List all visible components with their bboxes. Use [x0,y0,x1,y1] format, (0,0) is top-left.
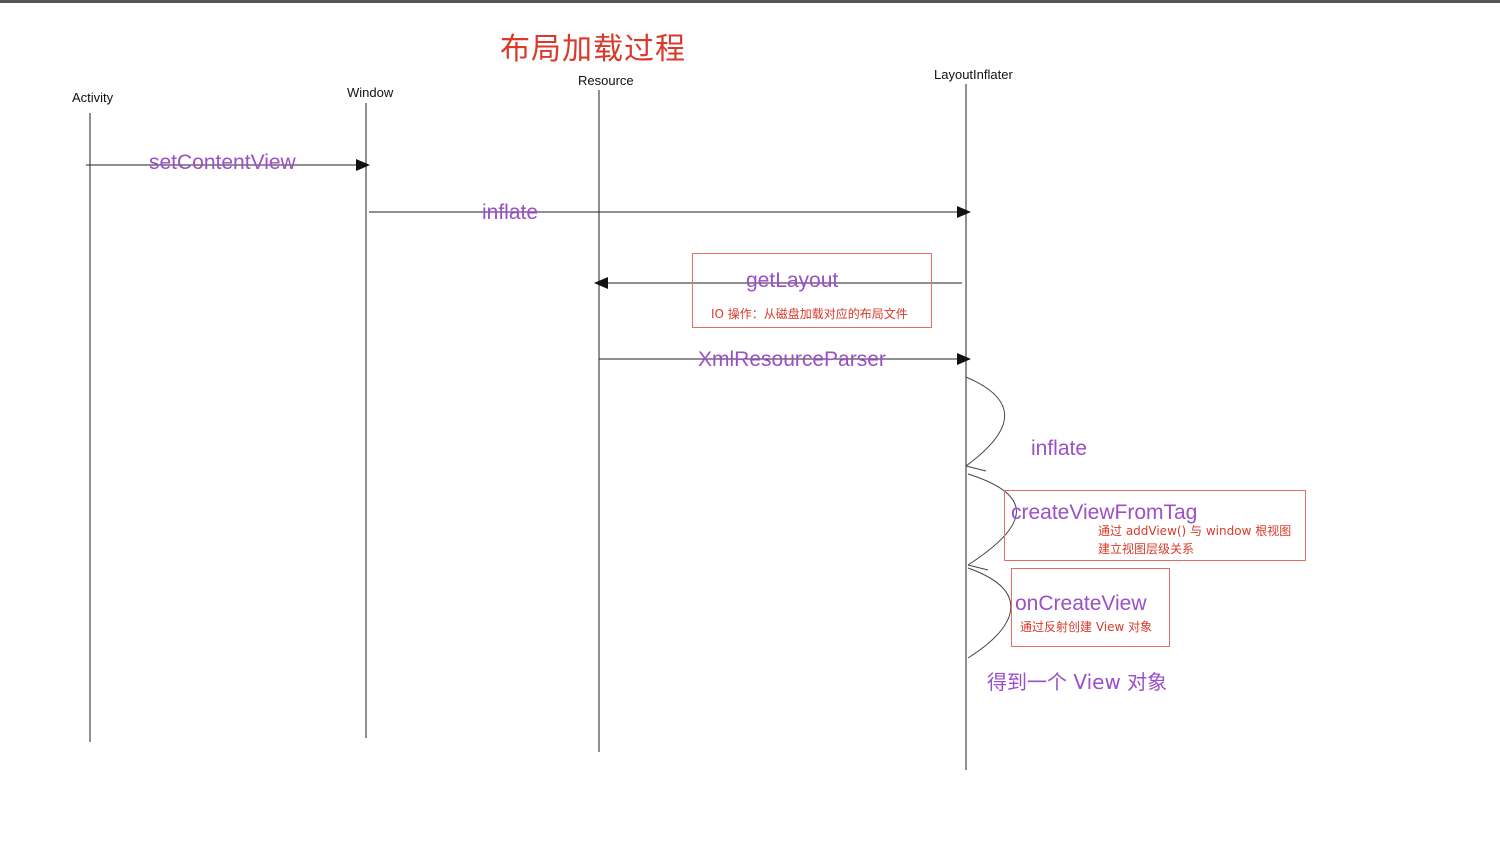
self-loop-create-view-tick [967,564,989,571]
self-loop-on-create-view [967,567,1012,659]
note-box-get-layout [692,253,932,328]
label-on-create-view: onCreateView [1015,592,1147,615]
diagram-title: 布局加载过程 [500,32,686,67]
top-border [0,0,1500,3]
lane-label-layout-inflater: LayoutInflater [934,67,1013,82]
label-get-layout: getLayout [746,269,839,292]
self-loop-create-view [967,473,1017,566]
label-xml-resource-parser: XmlResourceParser [698,348,886,371]
note-box-on-create-view [1011,568,1170,647]
result-label: 得到一个 View 对象 [987,670,1168,694]
label-create-view-from-tag: createViewFromTag [1011,501,1198,524]
note-create-view-line2: 建立视图层级关系 [1098,542,1195,556]
label-set-content-view: setContentView [149,151,296,174]
note-get-layout: IO 操作：从磁盘加载对应的布局文件 [711,307,908,321]
label-inflate-self: inflate [1031,437,1088,460]
note-box-create-view-from-tag [1004,490,1306,561]
note-create-view-line1: 通过 addView() 与 window 根视图 [1098,524,1292,538]
note-on-create-view: 通过反射创建 View 对象 [1020,620,1153,634]
label-inflate: inflate [482,201,539,224]
self-loop-inflate [965,376,1006,467]
self-loop-inflate-tick [965,465,987,472]
lane-label-resource: Resource [578,73,634,88]
lane-label-activity: Activity [72,90,114,105]
lane-label-window: Window [347,85,394,100]
